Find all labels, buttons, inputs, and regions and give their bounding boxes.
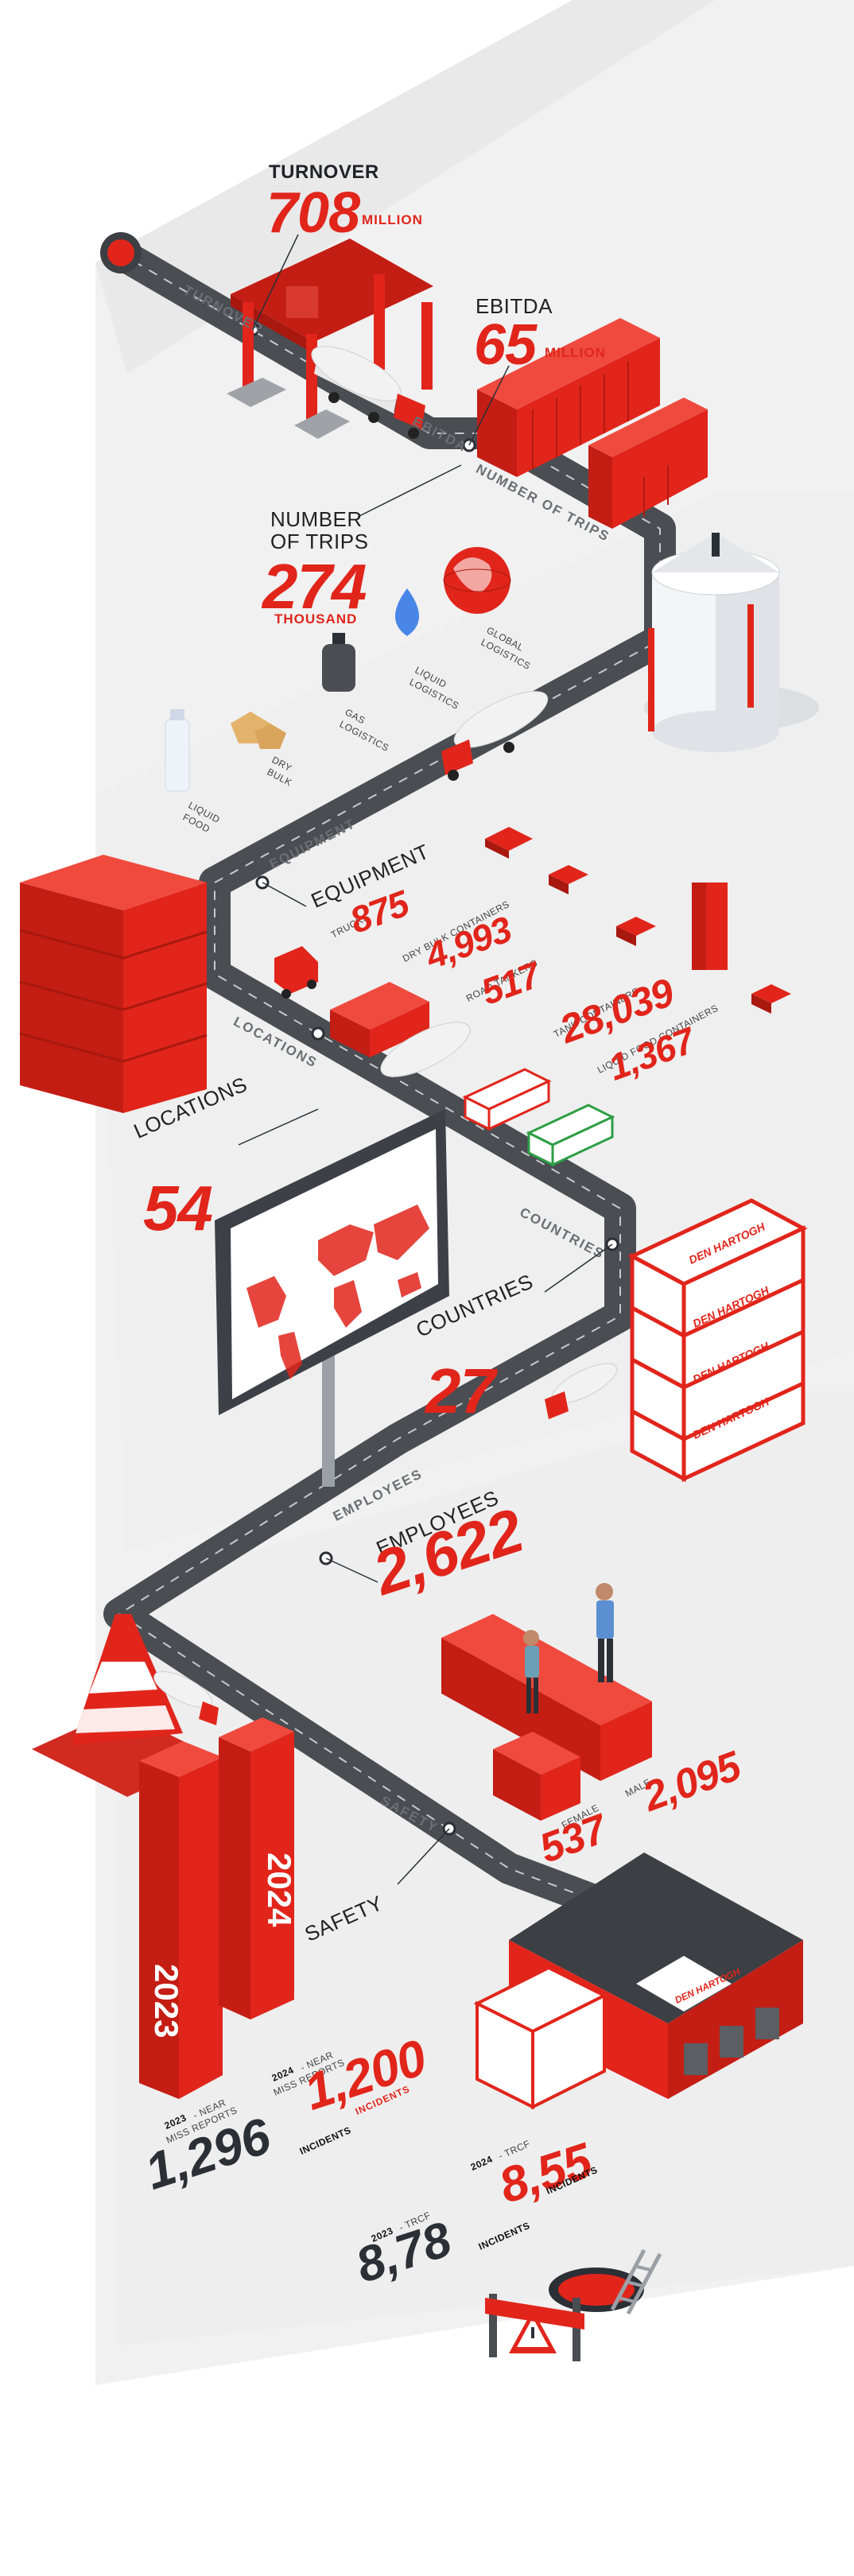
tanker-truck-4 [153,1670,219,1725]
ebitda-label: EBITDA [476,294,553,318]
tanker-truck-3 [545,1363,618,1419]
dry-bulk-bags-icon [231,712,286,749]
safety-bar-2024-label: 2024 [261,1852,298,1927]
logistics-icons [165,547,511,792]
tank-container-outline [462,1068,552,1131]
equipment-objects [274,827,791,1167]
female-figure [523,1630,539,1713]
warehouse [473,1852,803,2110]
trips-label-line1: NUMBER [270,507,363,531]
turnover-label: TURNOVER [269,161,379,183]
ebitda-unit: MILLION [545,345,606,360]
trips-unit: THOUSAND [274,611,358,627]
red-truck [274,946,318,999]
dry-bulk-container [330,982,429,1057]
ebitda-value: 65 [474,313,537,377]
gas-cylinder-icon [322,633,355,692]
tanker-truck-2 [441,691,549,781]
floating-cubes [485,827,791,1014]
billboard [215,1109,449,1487]
safety-bar-2023-label: 2023 [148,1964,185,2039]
liquid-food-container-outline [526,1104,615,1167]
safety-bars [139,1717,294,2099]
male-figure [596,1583,614,1682]
turnover-value: 708 [266,181,360,245]
tanker-truck-1 [311,346,425,439]
storage-silo [644,533,819,752]
road-tanker [380,1022,471,1077]
container-stack [19,855,208,1113]
milk-bottle-icon [165,709,190,792]
trips-value: 274 [262,551,367,622]
tank-container-stack [627,1198,808,1483]
employees-blocks [441,1614,652,1821]
warning-barrier [485,2294,584,2361]
countries-value: 27 [425,1356,495,1426]
turnover-unit: MILLION [362,212,423,227]
locations-value: 54 [143,1173,213,1243]
globe-icon [443,547,511,614]
trips-label-line2: OF TRIPS [270,530,369,553]
shipping-containers [477,318,708,529]
water-drop-icon [395,588,419,636]
road-start-marker [100,232,142,274]
